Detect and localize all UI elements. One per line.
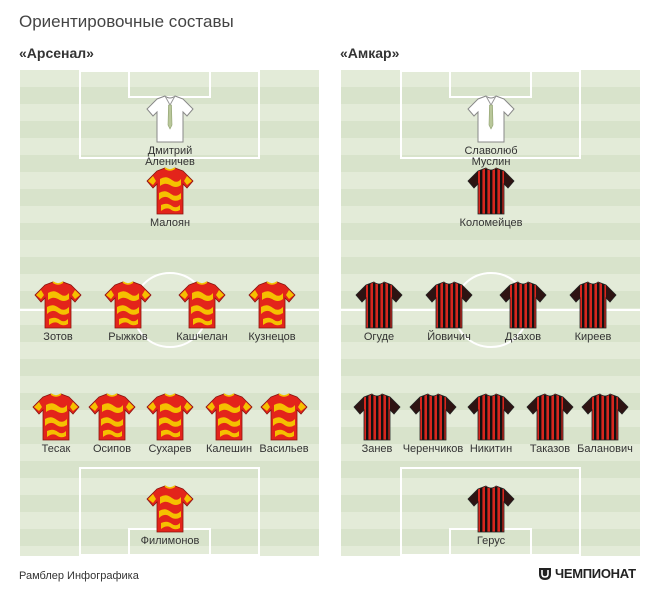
arsenal-shirt-icon (205, 393, 253, 441)
arsenal-shirt-icon (260, 393, 308, 441)
amkar-shirt-icon (355, 281, 403, 329)
championat-logo-icon (539, 568, 551, 580)
player-card: Кашчелан (152, 281, 252, 343)
goalkeeper-shirt-icon (467, 95, 515, 143)
team-name-amkar: «Амкар» (340, 45, 400, 61)
player-name: Малоян (149, 217, 191, 229)
player-card: Занев (341, 393, 427, 455)
amkar-shirt-icon (467, 485, 515, 533)
amkar-shirt-icon (526, 393, 574, 441)
arsenal-shirt-icon (146, 167, 194, 215)
player-name: Васильев (259, 443, 309, 455)
amkar-shirt-icon (581, 393, 629, 441)
player-name: Коломейцев (459, 217, 523, 229)
arsenal-shirt-icon (88, 393, 136, 441)
player-card: Кузнецов (222, 281, 319, 343)
amkar-shirt-icon (425, 281, 473, 329)
player-card: Коломейцев (441, 167, 541, 229)
player-name: Никитин (469, 443, 513, 455)
player-card: Рыжков (78, 281, 178, 343)
player-card: Осипов (62, 393, 162, 455)
brand-logo: ЧЕМПИОНАТ (538, 566, 636, 581)
player-name: Баланович (577, 443, 633, 455)
top-goal-area (128, 70, 211, 98)
amkar-shirt-icon (569, 281, 617, 329)
brand-name: ЧЕМПИОНАТ (555, 566, 636, 581)
player-name: Калешин (205, 443, 253, 455)
player-name: Черенчиков (402, 443, 464, 455)
arsenal-shirt-icon (248, 281, 296, 329)
player-card: Калешин (179, 393, 279, 455)
arsenal-shirt-icon (34, 281, 82, 329)
player-card: Герус (441, 485, 541, 547)
player-card: Зотов (20, 281, 108, 343)
player-name: Герус (476, 535, 506, 547)
player-name: Рыжков (108, 331, 148, 343)
player-name: Дмитрий (147, 145, 193, 157)
player-name: Аленичев (145, 156, 195, 168)
player-name: Сухарев (148, 443, 192, 455)
player-name: Муслин (471, 156, 511, 168)
player-card: Дзахов (473, 281, 573, 343)
arsenal-shirt-icon (104, 281, 152, 329)
amkar-shirt-icon (467, 167, 515, 215)
player-name: Таказов (529, 443, 571, 455)
player-name: Филимонов (140, 535, 200, 547)
amkar-shirt-icon (467, 393, 515, 441)
player-name: Кашчелан (176, 331, 228, 343)
player-card: Сухарев (120, 393, 220, 455)
amkar-shirt-icon (499, 281, 547, 329)
arsenal-shirt-icon (146, 485, 194, 533)
player-name: Славолюб (464, 145, 518, 157)
player-name: Зотов (43, 331, 73, 343)
player-card: Йовичич (399, 281, 499, 343)
arsenal-shirt-icon (32, 393, 80, 441)
player-name: Занев (361, 443, 393, 455)
player-name: Йовичич (427, 331, 471, 343)
goalkeeper-shirt-icon (146, 95, 194, 143)
player-card: Никитин (441, 393, 541, 455)
player-name: Киреев (574, 331, 612, 343)
team-name-arsenal: «Арсенал» (19, 45, 94, 61)
top-goal-area (449, 70, 532, 98)
player-card: Филимонов (120, 485, 220, 547)
player-card: Таказов (500, 393, 600, 455)
player-card: Баланович (555, 393, 640, 455)
player-card: Киреев (543, 281, 640, 343)
player-name: Кузнецов (248, 331, 296, 343)
player-name: Осипов (92, 443, 132, 455)
player-card: Васильев (234, 393, 319, 455)
arsenal-shirt-icon (146, 393, 194, 441)
player-name: Тесак (41, 443, 71, 455)
arsenal-shirt-icon (178, 281, 226, 329)
amkar-shirt-icon (409, 393, 457, 441)
player-name: Огуде (363, 331, 395, 343)
amkar-shirt-icon (353, 393, 401, 441)
player-card: Тесак (20, 393, 106, 455)
player-card: Огуде (341, 281, 429, 343)
player-card: Черенчиков (383, 393, 483, 455)
player-card: Малоян (120, 167, 220, 229)
page-title: Ориентировочные составы (19, 12, 234, 31)
footer-credit: Рамблер Инфографика (19, 570, 139, 582)
player-name: Дзахов (504, 331, 542, 343)
